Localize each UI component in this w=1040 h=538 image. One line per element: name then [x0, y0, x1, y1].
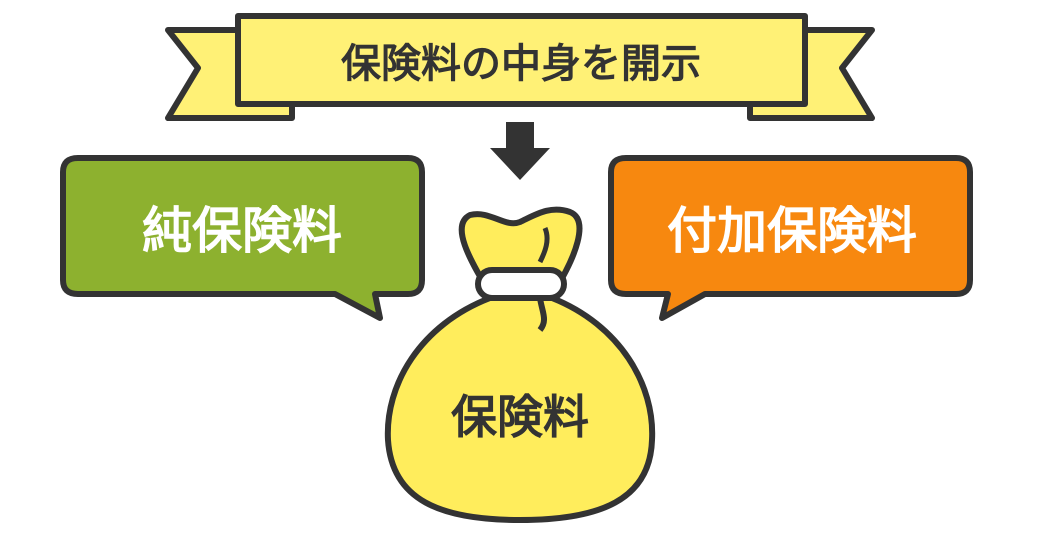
pure-premium-label: 純保険料: [142, 202, 342, 260]
loading-premium-bubble: [608, 155, 973, 321]
banner-title: 保険料の中身を開示: [341, 41, 701, 87]
pure-premium-bubble: [60, 155, 425, 321]
money-bag-icon: [384, 206, 656, 523]
title-banner: [165, 13, 875, 121]
loading-premium-label: 付加保険料: [667, 202, 917, 260]
banner-body: [235, 13, 808, 107]
down-arrow-icon: [490, 122, 550, 180]
bag-label: 保険料: [451, 390, 589, 444]
